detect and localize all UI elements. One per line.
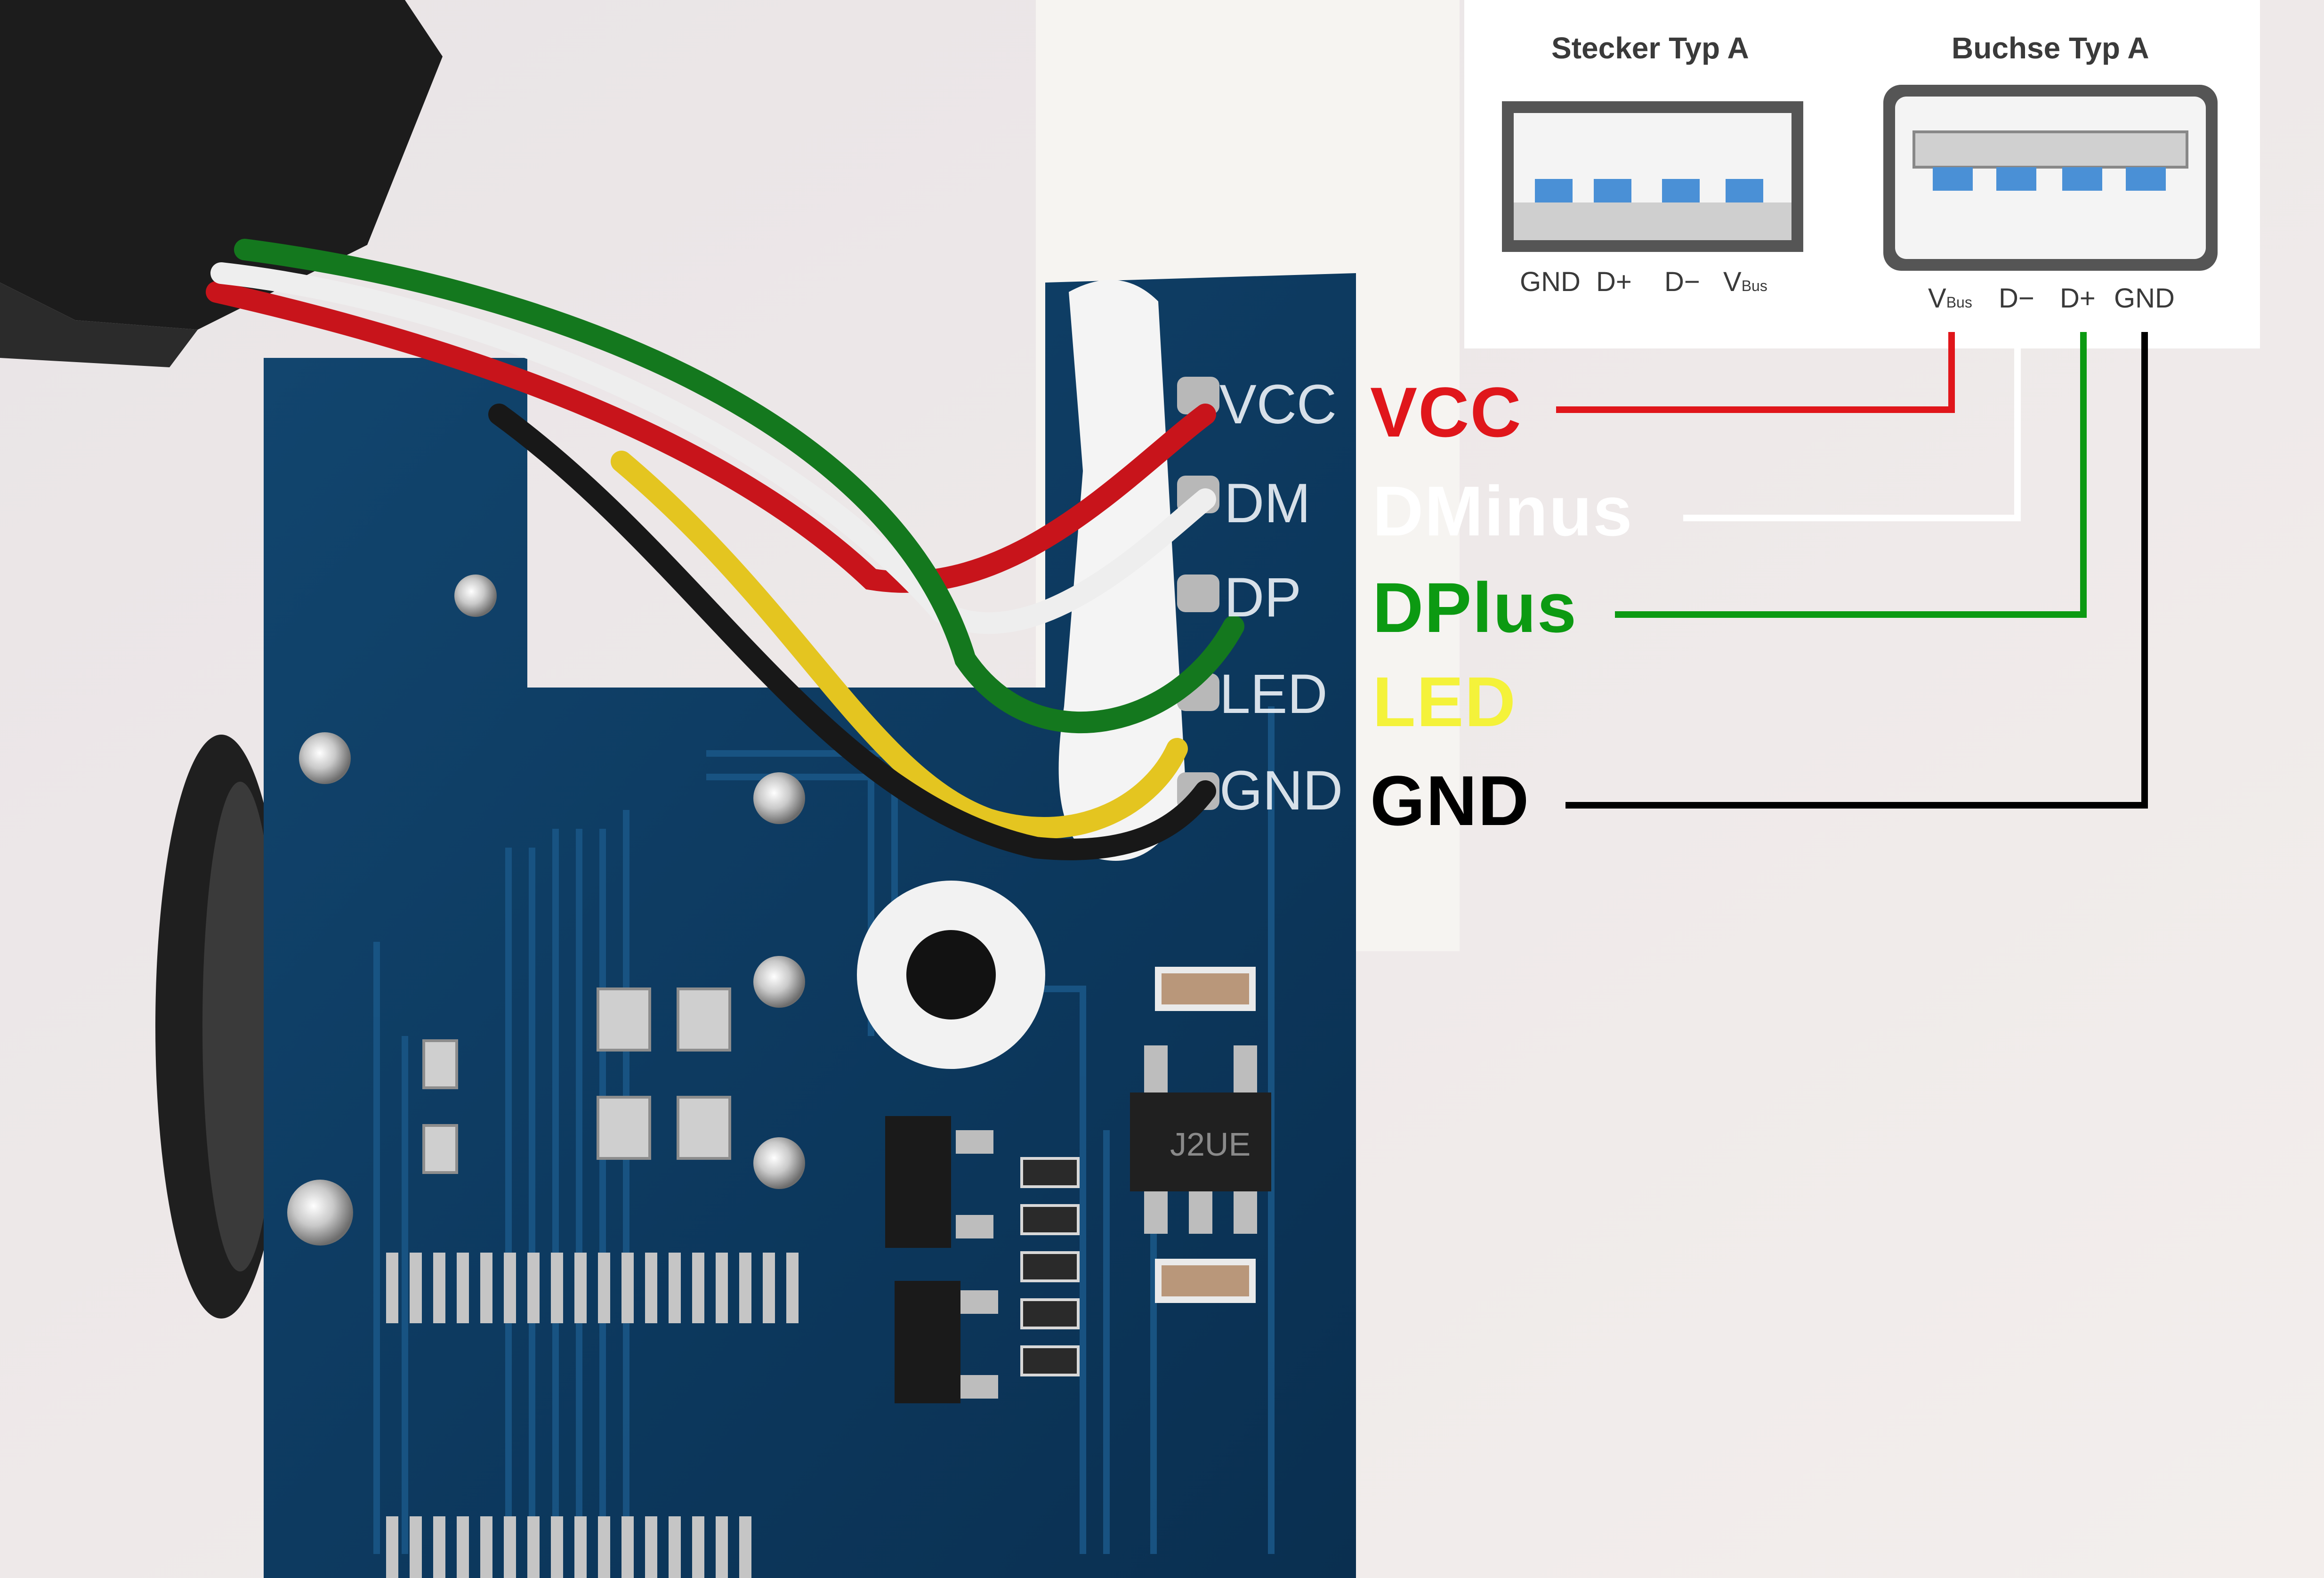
pad-label-dp: DP: [1224, 566, 1301, 629]
wire-white: [210, 262, 1216, 634]
transistor-chip: [885, 1116, 951, 1248]
ic-pin-row: [386, 1516, 751, 1578]
wire-black: [488, 404, 1216, 860]
plug-title: Stecker Typ A: [1551, 31, 1749, 65]
adjustment-wheel-face: [202, 782, 278, 1271]
socket-pin-dminus: D−: [1999, 283, 2034, 314]
chip-marking: J2UE: [1170, 1126, 1251, 1163]
vbus-sub: Bus: [1741, 277, 1767, 294]
label-dminus: DMinus: [1372, 471, 1633, 550]
leader-lines: [1556, 332, 2148, 809]
pad-label-vcc: VCC: [1219, 373, 1337, 436]
label-gnd: GND: [1370, 761, 1530, 840]
leader-dminus: [1683, 332, 2021, 521]
wires: [206, 239, 1244, 860]
socket-title: Buchse Typ A: [1952, 31, 2149, 65]
capacitor: [1155, 1259, 1256, 1303]
cable-housing: [0, 0, 443, 330]
label-led: LED: [1372, 662, 1517, 741]
socket-pins: [1933, 167, 2166, 191]
plug-pins: [1535, 179, 1763, 202]
socket-pin-dplus: D+: [2060, 283, 2096, 314]
vbus-main: V: [1928, 283, 1946, 314]
wire-yellow: [611, 451, 1188, 839]
pad-label-gnd: GND: [1219, 760, 1343, 822]
resistor-array: [1020, 1157, 1080, 1376]
cable-housing-shadow: [0, 283, 198, 367]
wire-red: [206, 281, 1216, 593]
vbus-main: V: [1723, 267, 1742, 297]
capacitor: [1155, 967, 1256, 1011]
leader-gnd: [1565, 332, 2148, 809]
wire-green: [234, 239, 1244, 734]
leader-vcc: [1556, 332, 1955, 413]
transistor-chip: [895, 1281, 960, 1403]
plug-pin-vbus: VBus: [1723, 268, 1767, 296]
plug-pin-gnd: GND: [1520, 267, 1581, 297]
mounting-hole: [906, 930, 996, 1020]
pad-label-dm: DM: [1224, 472, 1311, 534]
smd-components: [422, 987, 731, 1174]
vbus-sub: Bus: [1946, 294, 1972, 311]
ic-pin-row: [386, 1253, 799, 1323]
plug-pin-dplus: D+: [1596, 267, 1632, 297]
regulator-chip: [1130, 1092, 1271, 1191]
label-dplus: DPlus: [1372, 568, 1578, 647]
pad-label-led: LED: [1219, 663, 1328, 725]
pcb-traces: [373, 706, 1275, 1554]
label-vcc: VCC: [1370, 372, 1522, 452]
socket-pin-gnd: GND: [2114, 283, 2175, 314]
plug-pin-dminus: D−: [1664, 267, 1700, 297]
leader-dplus: [1615, 332, 2087, 618]
socket-pin-vbus: VBus: [1928, 285, 1972, 312]
